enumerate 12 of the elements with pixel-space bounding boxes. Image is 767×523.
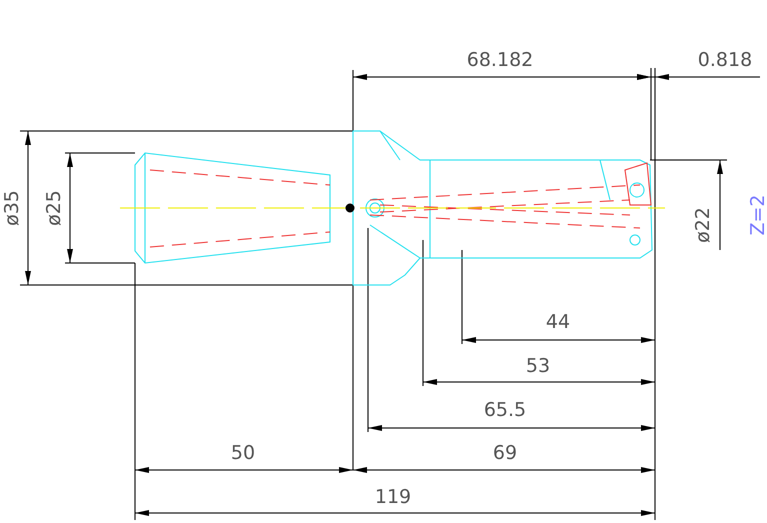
dimension-value: ø35 bbox=[2, 190, 22, 226]
tooth-count-note: Z=2 bbox=[748, 194, 767, 236]
dimension-value: 69 bbox=[492, 443, 518, 463]
dimension-value: ø25 bbox=[44, 190, 64, 226]
dimension-value: 119 bbox=[374, 487, 412, 507]
dimension-value: 65.5 bbox=[484, 400, 526, 420]
dimension-value: ø22 bbox=[693, 207, 713, 243]
dimension-value: 50 bbox=[230, 443, 256, 463]
dimension-value: 68.182 bbox=[466, 50, 534, 70]
dimension-value: 0.818 bbox=[698, 50, 752, 70]
dimension-value: 53 bbox=[526, 356, 550, 376]
dimension-value: 44 bbox=[546, 312, 570, 332]
